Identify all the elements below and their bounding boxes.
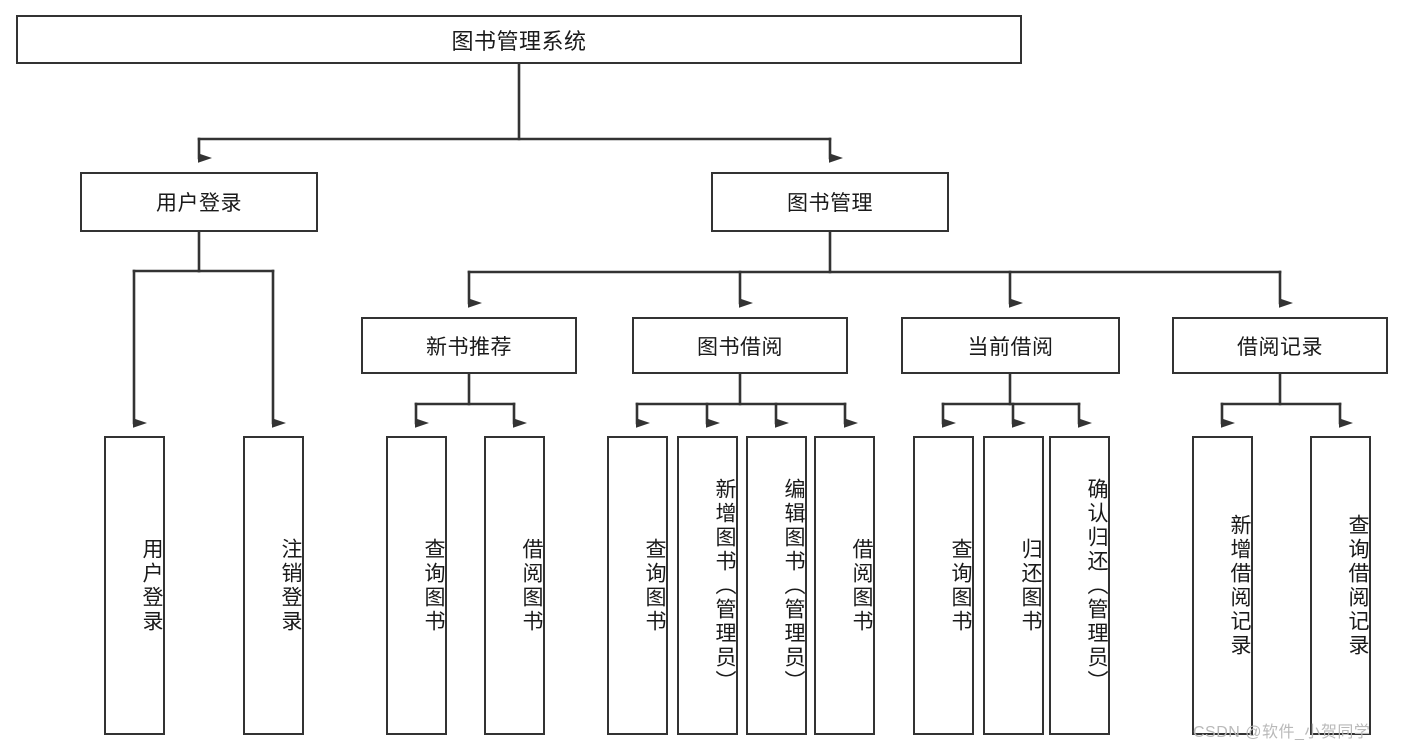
- node-leaf-edit-book-admin-label: 编辑图书（管理员）: [782, 477, 805, 694]
- node-book-manage-label: 图书管理: [787, 192, 873, 215]
- node-user-login[interactable]: 用户登录: [80, 172, 318, 232]
- node-current-borrow-label: 当前借阅: [967, 335, 1054, 359]
- node-root-label: 图书管理系统: [451, 28, 587, 54]
- node-leaf-user-login-label: 用户登录: [140, 537, 163, 634]
- node-leaf-borrow-book-2-label: 借阅图书: [850, 537, 873, 634]
- node-borrow-record[interactable]: 借阅记录: [1172, 317, 1388, 374]
- node-leaf-confirm-return-admin[interactable]: 确认归还（管理员）: [1049, 436, 1110, 735]
- node-leaf-add-borrow-record-label: 新增借阅记录: [1228, 513, 1251, 658]
- node-leaf-user-login[interactable]: 用户登录: [104, 436, 165, 735]
- node-leaf-user-logout-label: 注销登录: [279, 537, 302, 634]
- node-leaf-edit-book-admin[interactable]: 编辑图书（管理员）: [746, 436, 807, 735]
- csdn-watermark-text: CSDN @软件_小贺同学: [1193, 724, 1371, 741]
- node-leaf-add-book-admin[interactable]: 新增图书（管理员）: [677, 436, 738, 735]
- node-book-manage[interactable]: 图书管理: [711, 172, 949, 232]
- node-book-borrow[interactable]: 图书借阅: [632, 317, 848, 374]
- node-leaf-borrow-book-1[interactable]: 借阅图书: [484, 436, 545, 735]
- node-leaf-user-logout[interactable]: 注销登录: [243, 436, 304, 735]
- node-borrow-record-label: 借阅记录: [1237, 335, 1323, 359]
- node-leaf-query-book-3[interactable]: 查询图书: [913, 436, 974, 735]
- node-book-borrow-label: 图书借阅: [697, 335, 783, 359]
- node-leaf-borrow-book-2[interactable]: 借阅图书: [814, 436, 875, 735]
- node-leaf-return-book-label: 归还图书: [1019, 537, 1042, 634]
- csdn-watermark: CSDN @软件_小贺同学: [1193, 718, 1370, 742]
- node-leaf-query-book-2-label: 查询图书: [643, 537, 666, 634]
- node-leaf-query-book-1-label: 查询图书: [422, 537, 445, 634]
- node-leaf-query-borrow-record[interactable]: 查询借阅记录: [1310, 436, 1371, 735]
- node-leaf-add-book-admin-label: 新增图书（管理员）: [713, 477, 736, 694]
- node-leaf-confirm-return-admin-label: 确认归还（管理员）: [1085, 477, 1108, 694]
- node-user-login-label: 用户登录: [156, 192, 242, 215]
- node-leaf-borrow-book-1-label: 借阅图书: [520, 537, 543, 634]
- node-leaf-query-borrow-record-label: 查询借阅记录: [1346, 513, 1369, 658]
- node-leaf-query-book-2[interactable]: 查询图书: [607, 436, 668, 735]
- node-leaf-return-book[interactable]: 归还图书: [983, 436, 1044, 735]
- node-new-book-recommend-label: 新书推荐: [426, 335, 512, 359]
- node-root[interactable]: 图书管理系统: [16, 15, 1022, 64]
- node-leaf-query-book-3-label: 查询图书: [949, 537, 972, 634]
- node-current-borrow[interactable]: 当前借阅: [901, 317, 1120, 374]
- node-leaf-query-book-1[interactable]: 查询图书: [386, 436, 447, 735]
- node-new-book-recommend[interactable]: 新书推荐: [361, 317, 577, 374]
- node-leaf-add-borrow-record[interactable]: 新增借阅记录: [1192, 436, 1253, 735]
